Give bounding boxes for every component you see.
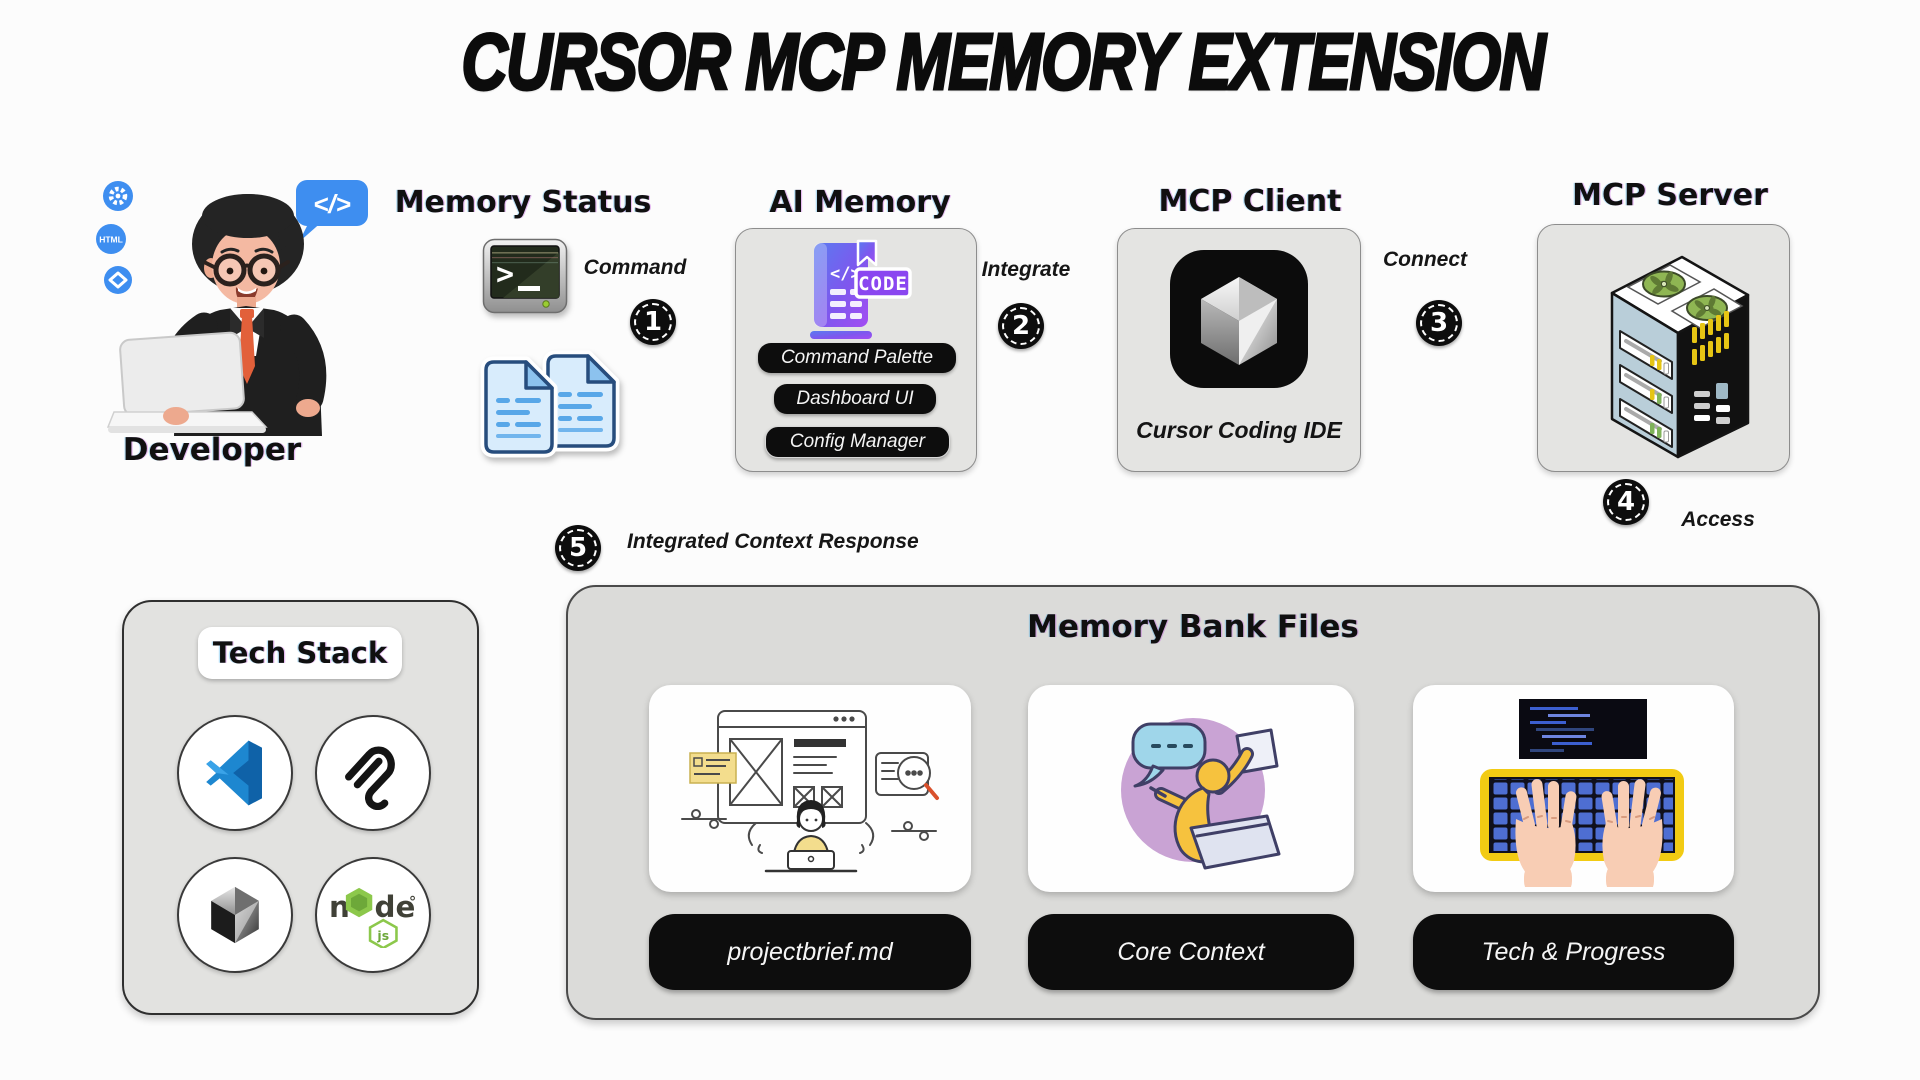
- file-pill-core-context: Core Context: [1028, 914, 1354, 990]
- section-title-mcp-server: MCP Server: [1572, 178, 1768, 213]
- tech-stack-title-pill: Tech Stack: [198, 627, 402, 679]
- step-badge-3: 3: [1416, 300, 1462, 346]
- ai-memory-panel: </> CODE Command Palette Dashboard UI Co…: [735, 228, 977, 472]
- cursor-icon: [177, 857, 293, 973]
- memory-bank-title: Memory Bank Files: [1027, 609, 1359, 645]
- ai-memory-button-config-manager: Config Manager: [765, 426, 950, 458]
- file-pill-projectbrief: projectbrief.md: [649, 914, 971, 990]
- book-code-text: CODE: [858, 273, 908, 295]
- developer-illustration: HTML </>: [96, 180, 368, 436]
- file-pill-tech-progress: Tech & Progress: [1413, 914, 1734, 990]
- vscode-icon: [177, 715, 293, 831]
- developer-figure: HTML </>: [80, 168, 390, 438]
- developer-person: [106, 194, 327, 436]
- documents-icon: [478, 346, 656, 458]
- nodejs-icon: n de js: [315, 857, 431, 973]
- developer-label: Developer: [122, 432, 302, 468]
- html-badge-icon: HTML: [96, 224, 126, 254]
- step-badge-1: 1: [630, 299, 676, 345]
- page-title-text: CURSOR MCP MEMORY EXTENSION: [460, 16, 1547, 108]
- memory-bank-panel: Memory Bank Files: [566, 585, 1820, 1020]
- step-badge-2: 2: [998, 303, 1044, 349]
- typing-illustration: [1479, 698, 1684, 887]
- mcp-client-panel: Cursor Coding IDE: [1117, 228, 1361, 472]
- file-card-tech-progress: [1413, 685, 1734, 892]
- svg-text:>: >: [496, 257, 514, 292]
- writer-illustration: [1121, 717, 1281, 869]
- mcp-icon: [315, 715, 431, 831]
- step-label-integrate: Integrate: [981, 258, 1071, 281]
- page-title: CURSOR MCP MEMORY EXTENSION: [0, 16, 1920, 108]
- step-label-integrated-context-response: Integrated Context Response: [627, 530, 919, 553]
- tech-stack-title: Tech Stack: [212, 636, 388, 670]
- step-label-connect: Connect: [1383, 248, 1467, 271]
- book-code-icon: </> CODE: [796, 239, 914, 343]
- cursor-app-icon: [1167, 247, 1311, 391]
- ai-memory-button-dashboard-ui: Dashboard UI: [774, 384, 936, 414]
- step-label-access: Access: [1681, 508, 1755, 531]
- nodejs-letters-de: de: [374, 890, 415, 924]
- book-brackets-text: </>: [830, 264, 861, 284]
- document-back: [542, 350, 620, 452]
- section-title-memory-status: Memory Status: [394, 185, 652, 220]
- wireframe-illustration: [681, 709, 939, 872]
- server-icon: [1570, 231, 1760, 465]
- nodejs-letter-n: n: [329, 890, 350, 924]
- client-caption: Cursor Coding IDE: [1136, 417, 1342, 443]
- step-label-command: Command: [583, 256, 687, 279]
- ai-memory-button-command-palette: Command Palette: [758, 343, 956, 373]
- file-card-core-context: [1028, 685, 1354, 892]
- code-bubble: </>: [296, 180, 368, 242]
- gear-badge-icon: [103, 181, 133, 211]
- step-badge-4: 4: [1603, 479, 1649, 525]
- step-badge-5: 5: [555, 525, 601, 571]
- terminal-icon: >: [482, 238, 568, 314]
- tech-stack-panel: Tech Stack: [122, 600, 479, 1015]
- section-title-ai-memory: AI Memory: [769, 185, 951, 220]
- document-front: [480, 356, 558, 458]
- code-bubble-text: </>: [313, 189, 351, 219]
- code-badge-icon: [104, 266, 132, 294]
- file-card-projectbrief: [649, 685, 971, 892]
- section-title-mcp-client: MCP Client: [1158, 184, 1342, 219]
- mcp-server-panel: [1537, 224, 1790, 472]
- html-badge-text: HTML: [99, 235, 123, 245]
- nodejs-js-text: js: [376, 928, 389, 943]
